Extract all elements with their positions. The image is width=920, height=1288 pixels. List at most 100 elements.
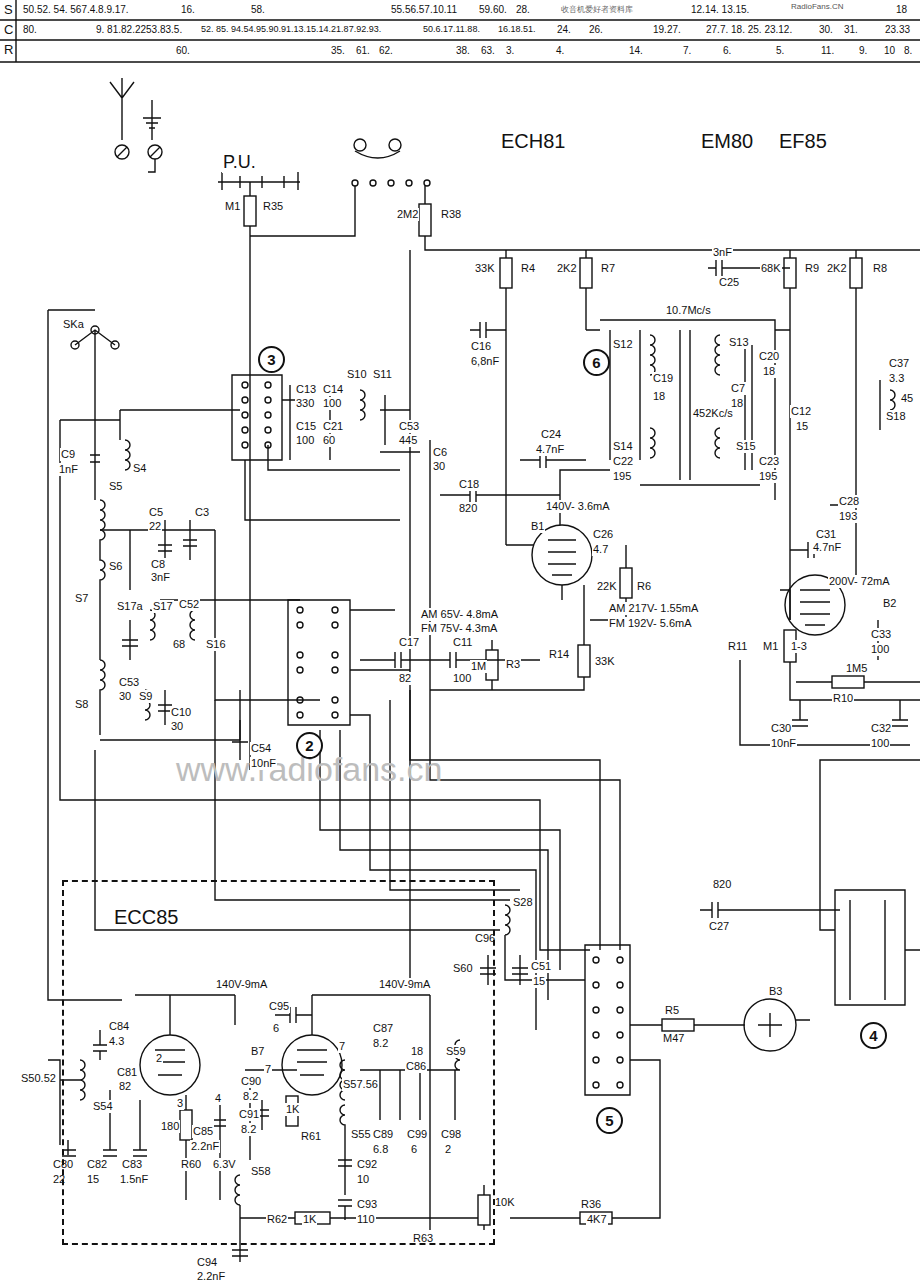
table-cell: 14. [628, 45, 644, 57]
part-label: 68 [172, 638, 186, 651]
part-label: C26 [592, 528, 614, 541]
part-label: 18 [762, 365, 776, 378]
part-label: 140V-9mA [215, 978, 268, 991]
part-label: 4.7nF [535, 443, 565, 456]
part-label: C9 [60, 448, 76, 461]
table-cell: 62. [378, 45, 394, 57]
table-cell: 9. [858, 45, 868, 57]
part-label: 110 [356, 1213, 376, 1226]
part-label: 18 [652, 390, 666, 403]
table-cell: 35. [330, 45, 346, 57]
table-cell: 38. [455, 45, 471, 57]
part-label: C12 [790, 405, 812, 418]
part-label: 100 [322, 397, 342, 410]
part-label: 4K7 [586, 1213, 608, 1226]
part-label: P.U. [222, 152, 257, 173]
part-label: S16 [205, 638, 227, 651]
part-label: 15 [532, 975, 546, 988]
part-label: C19 [652, 372, 674, 385]
part-label: C51 [530, 960, 552, 973]
part-label: 100 [870, 643, 890, 656]
part-label: S12 [612, 338, 634, 351]
part-label: S50.52 [20, 1072, 57, 1085]
part-label: C54 [250, 742, 272, 755]
part-label: R6 [636, 580, 652, 593]
part-label: SKa [62, 318, 85, 331]
part-label: 82 [118, 1080, 132, 1093]
part-label: 2M2 [396, 208, 419, 221]
part-label: EM80 [700, 130, 754, 153]
part-label: C96 [474, 932, 496, 945]
part-label: M1 [224, 200, 241, 213]
part-label: 45 [900, 392, 914, 405]
part-label: S13 [728, 336, 750, 349]
part-label: 7 [264, 1063, 272, 1076]
part-label: C37 [888, 357, 910, 370]
part-label: C32 [870, 722, 892, 735]
part-label: 8.2 [240, 1123, 257, 1136]
part-label: R3 [505, 658, 521, 671]
part-label: 1M [470, 660, 487, 673]
part-label: C13 [295, 383, 317, 396]
table-cell: R [3, 43, 14, 58]
part-label: 100 [870, 737, 890, 750]
part-label: C14 [322, 383, 344, 396]
part-label: 330 [295, 397, 315, 410]
table-cell: 7. [682, 45, 692, 57]
part-label: S17a [116, 600, 144, 613]
part-label: R38 [440, 208, 462, 221]
table-cell: 24. [556, 24, 572, 36]
part-label: 3nF [150, 571, 171, 584]
part-label: 10nF [250, 757, 277, 770]
part-label: S17 [152, 600, 174, 613]
part-label: 82 [398, 672, 412, 685]
part-label: 193 [838, 510, 858, 523]
part-label: 445 [398, 434, 418, 447]
part-label: 140V-9mA [378, 978, 431, 991]
part-label: B1 [530, 520, 545, 533]
callout-circle: 2 [296, 732, 323, 759]
table-cell: 23.33 [884, 24, 911, 36]
part-label: 1M5 [845, 662, 868, 675]
part-label: S60 [452, 962, 474, 975]
callout-circle: 4 [860, 1022, 887, 1049]
part-label: C5 [148, 506, 164, 519]
part-label: 3.3 [888, 372, 905, 385]
part-label: 1.5nF [119, 1173, 149, 1186]
part-label: S6 [108, 560, 123, 573]
callout-number: 2 [305, 737, 313, 754]
table-cell: 60. [175, 45, 191, 57]
part-label: 6 [272, 1022, 280, 1035]
table-cell: 收音机爱好者资料库 [560, 5, 634, 14]
part-label: C98 [440, 1128, 462, 1141]
part-label: C91 [238, 1108, 260, 1121]
part-label: C25 [718, 276, 740, 289]
part-label: 8.2 [372, 1037, 389, 1050]
part-label: 22 [52, 1173, 66, 1186]
part-label: 6.3V [212, 1158, 237, 1171]
part-label: M47 [662, 1032, 685, 1045]
table-cell: 4. [555, 45, 565, 57]
part-label: R63 [412, 1232, 434, 1245]
callout-number: 4 [869, 1027, 877, 1044]
table-cell: 63. [480, 45, 496, 57]
part-label: AM 217V- 1.55mA [608, 602, 699, 615]
part-label: 820 [458, 502, 478, 515]
part-label: S55 [350, 1128, 372, 1141]
table-cell: 10 [883, 45, 896, 57]
part-label: 15 [795, 420, 809, 433]
part-label: FM 192V- 5.6mA [608, 617, 693, 630]
part-label: 18 [410, 1045, 424, 1058]
part-label: 3 [176, 1097, 184, 1110]
part-label: S18 [885, 410, 907, 423]
part-label: EF85 [778, 130, 828, 153]
table-cell: 16. [180, 4, 196, 16]
part-label: C53 [118, 676, 140, 689]
part-label: 6.8 [372, 1143, 389, 1156]
callout-number: 6 [592, 354, 600, 371]
callout-number: 3 [267, 351, 275, 368]
part-label: R7 [600, 262, 616, 275]
callout-number: 5 [605, 1112, 613, 1129]
part-label: 6,8nF [470, 355, 500, 368]
table-cell: S [3, 3, 14, 18]
